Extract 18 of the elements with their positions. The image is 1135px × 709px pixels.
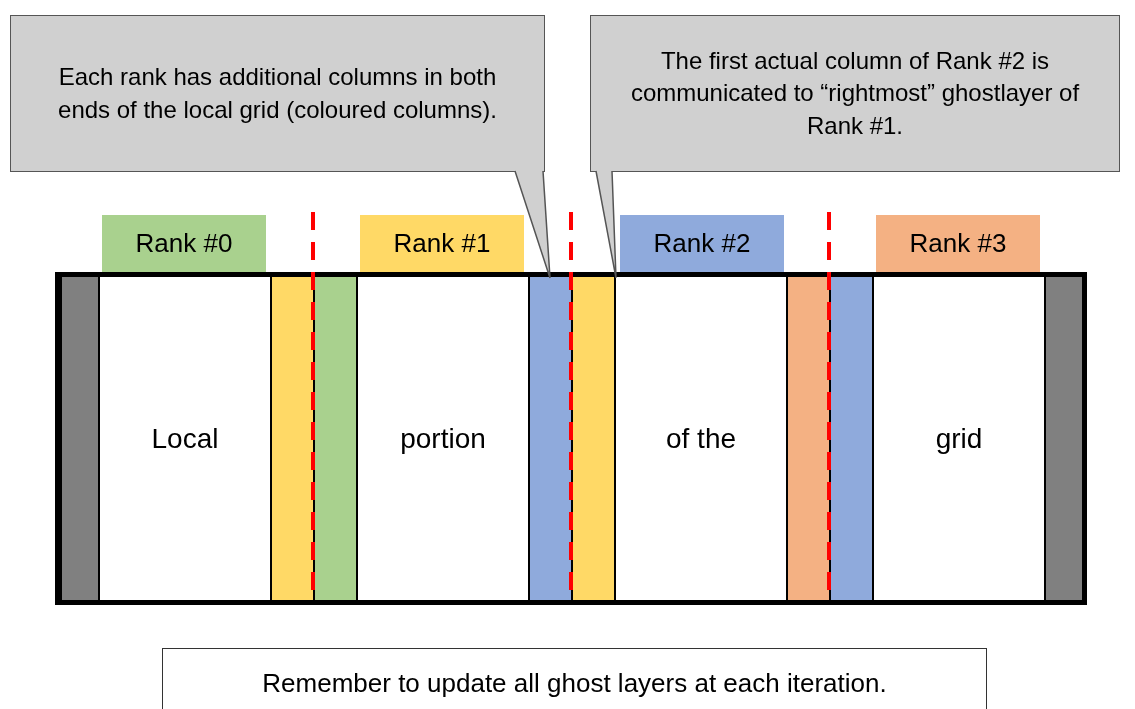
boundary-column: [1044, 277, 1082, 600]
ghost-column: [829, 277, 872, 600]
ghost-column: [786, 277, 829, 600]
rank-label: Rank #1: [360, 215, 524, 272]
callout-pointer: [595, 170, 617, 279]
grid-frame: [55, 272, 1087, 605]
callout-pointer: [514, 170, 551, 279]
callout-box: Each rank has additional columns in both ends of the local grid (coloured columns).: [10, 15, 545, 172]
boundary-column: [60, 277, 98, 600]
rank-label: Rank #2: [620, 215, 784, 272]
callout-box: The first actual column of Rank #2 is communicated to “rightmost” ghostlayer of Rank #1.: [590, 15, 1120, 172]
note-box: Remember to update all ghost layers at each iteration.: [162, 648, 987, 709]
rank-label: Rank #3: [876, 215, 1040, 272]
ghost-column: [528, 277, 571, 600]
ghost-column: [313, 277, 356, 600]
ghost-column: [270, 277, 313, 600]
rank-label: Rank #0: [102, 215, 266, 272]
ghost-column: [571, 277, 614, 600]
